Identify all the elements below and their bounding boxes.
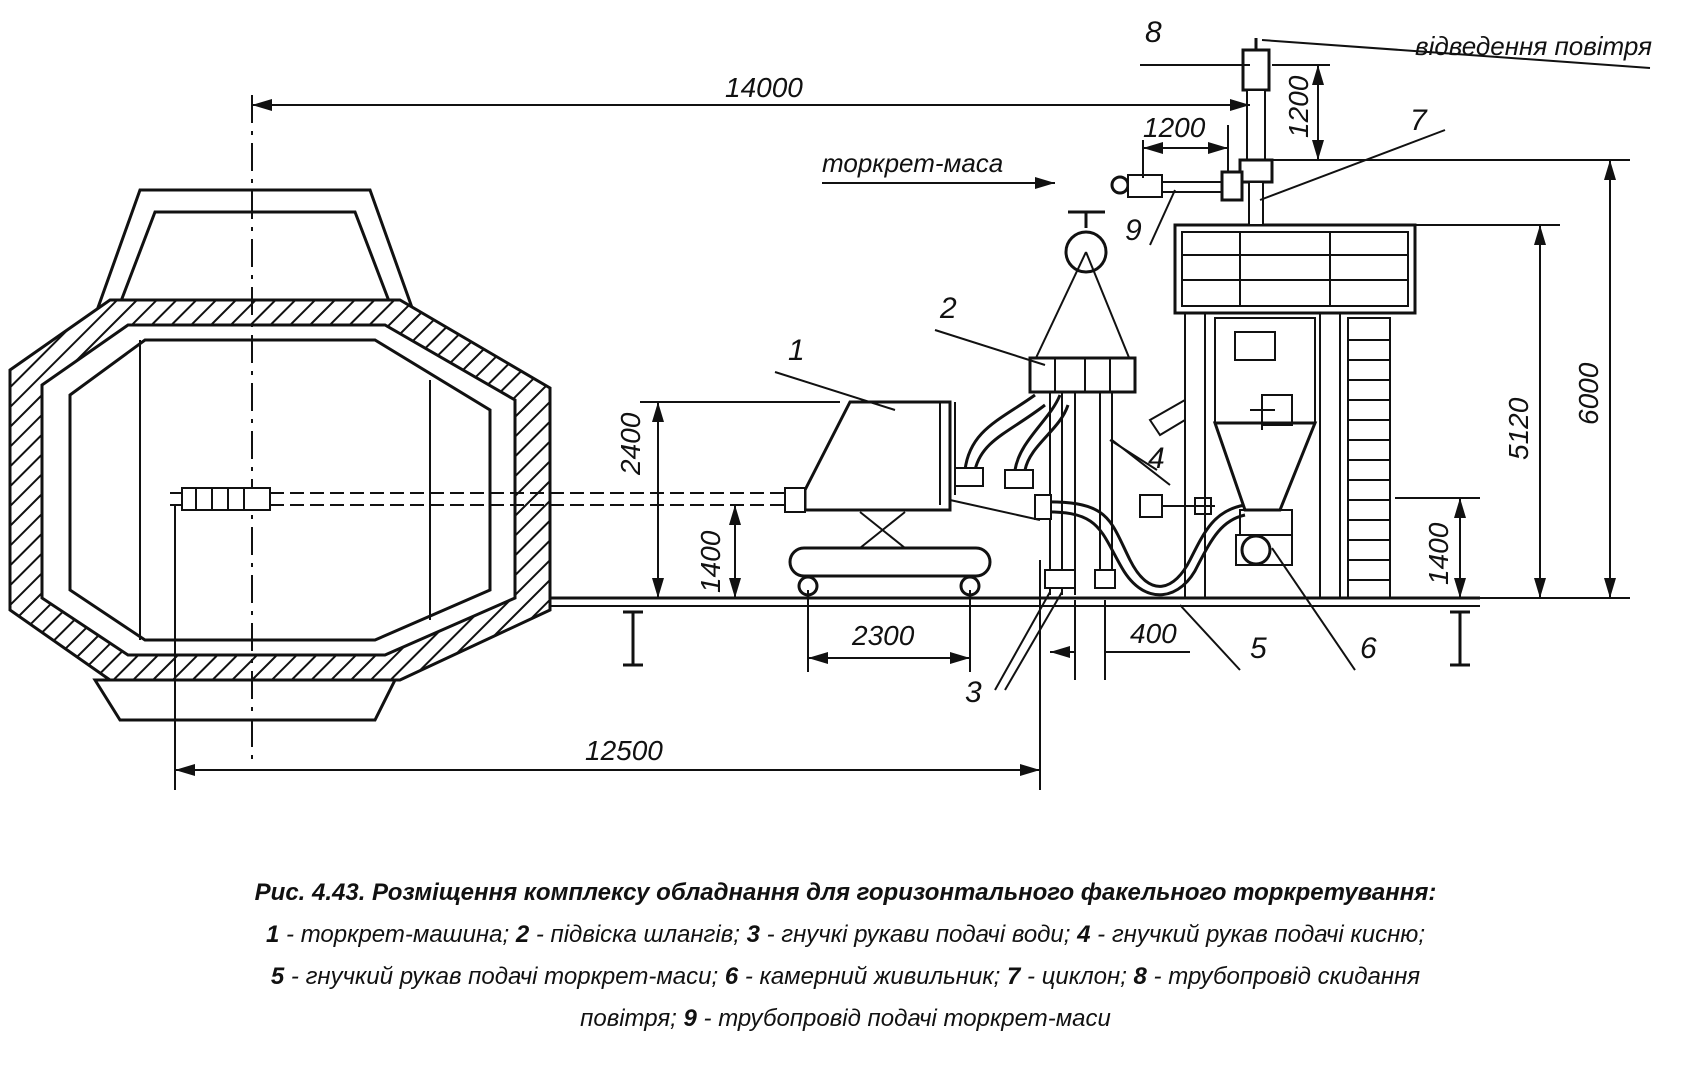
equipment-layout-drawing: 14000 12500 2300 400 2400 1400 1400 5120… [8,16,1652,790]
callout-5: 5 [1250,632,1267,665]
caption-item-num: 8 [1133,963,1147,990]
callout-4: 4 [1148,442,1165,475]
dim-1200-horizontal: 1200 [1143,112,1206,143]
caption-item-num: 4 [1077,921,1091,948]
caption-item-num: 6 [724,963,739,990]
caption-line-3: повітря; 9 - трубопровід подачі торкрет-… [0,998,1691,1040]
callout-3: 3 [965,676,982,709]
dim-1400-right: 1400 [1423,522,1454,585]
caption-item-text: - гнучкий рукав подачі торкрет-маси; [284,963,725,990]
dim-1200-vertical: 1200 [1283,75,1314,138]
converter-vessel [8,188,552,722]
callout-6: 6 [1360,632,1377,665]
dim-2400: 2400 [615,412,646,476]
callout-8: 8 [1145,16,1162,49]
dimension-lines [174,64,1630,790]
gunite-mass-pipe [1110,170,1244,202]
caption-item-text: - торкрет-машина; [279,921,516,948]
callout-2: 2 [939,292,957,325]
caption-title: Рис. 4.43. Розміщення комплексу обладнан… [254,879,1437,906]
air-exhaust-pipe [1238,38,1274,226]
air-exhaust-label: відведення повітря [1415,31,1652,61]
caption-item-num: 5 [270,963,285,990]
callout-9: 9 [1125,214,1142,247]
caption-line-2: 5 - гнучкий рукав подачі торкрет-маси; 6… [0,956,1691,998]
callout-1: 1 [788,334,805,367]
dim-12500: 12500 [585,735,663,766]
caption-line-1: 1 - торкрет-машина; 2 - підвіска шлангів… [0,914,1691,956]
caption-item-num: 2 [515,921,530,948]
leader-lines [774,39,1651,691]
lance-pipe [170,487,790,511]
gunite-mass-label: торкрет-маса [822,148,1003,178]
figure-caption: Рис. 4.43. Розміщення комплексу обладнан… [0,872,1691,1040]
dim-5120: 5120 [1503,397,1534,460]
dim-14000: 14000 [725,72,803,103]
caption-item-text: повітря; [580,1005,684,1032]
caption-item-text: - трубопровід подачі торкрет-маси [696,1005,1111,1032]
caption-item-text: - гнучкий рукав подачі кисню; [1090,921,1425,948]
dim-2300: 2300 [851,620,915,651]
gunite-machine [784,400,1041,597]
caption-item-text: - гнучкі рукави подачі води; [759,921,1078,948]
caption-item-text: - циклон; [1020,963,1134,990]
dim-1400-left: 1400 [695,530,726,593]
callout-7: 7 [1410,104,1428,137]
caption-item-num: 1 [266,921,280,948]
dim-6000: 6000 [1573,362,1604,425]
caption-item-num: 3 [746,921,760,948]
caption-item-num: 7 [1007,963,1021,990]
caption-item-text: - камерний живильник; [738,963,1008,990]
caption-item-num: 9 [683,1005,697,1032]
dim-400: 400 [1130,618,1177,649]
cyclone-structure [1139,223,1417,599]
caption-item-text: - підвіска шлангів; [529,921,747,948]
caption-item-text: - трубопровід скидання [1146,963,1421,990]
